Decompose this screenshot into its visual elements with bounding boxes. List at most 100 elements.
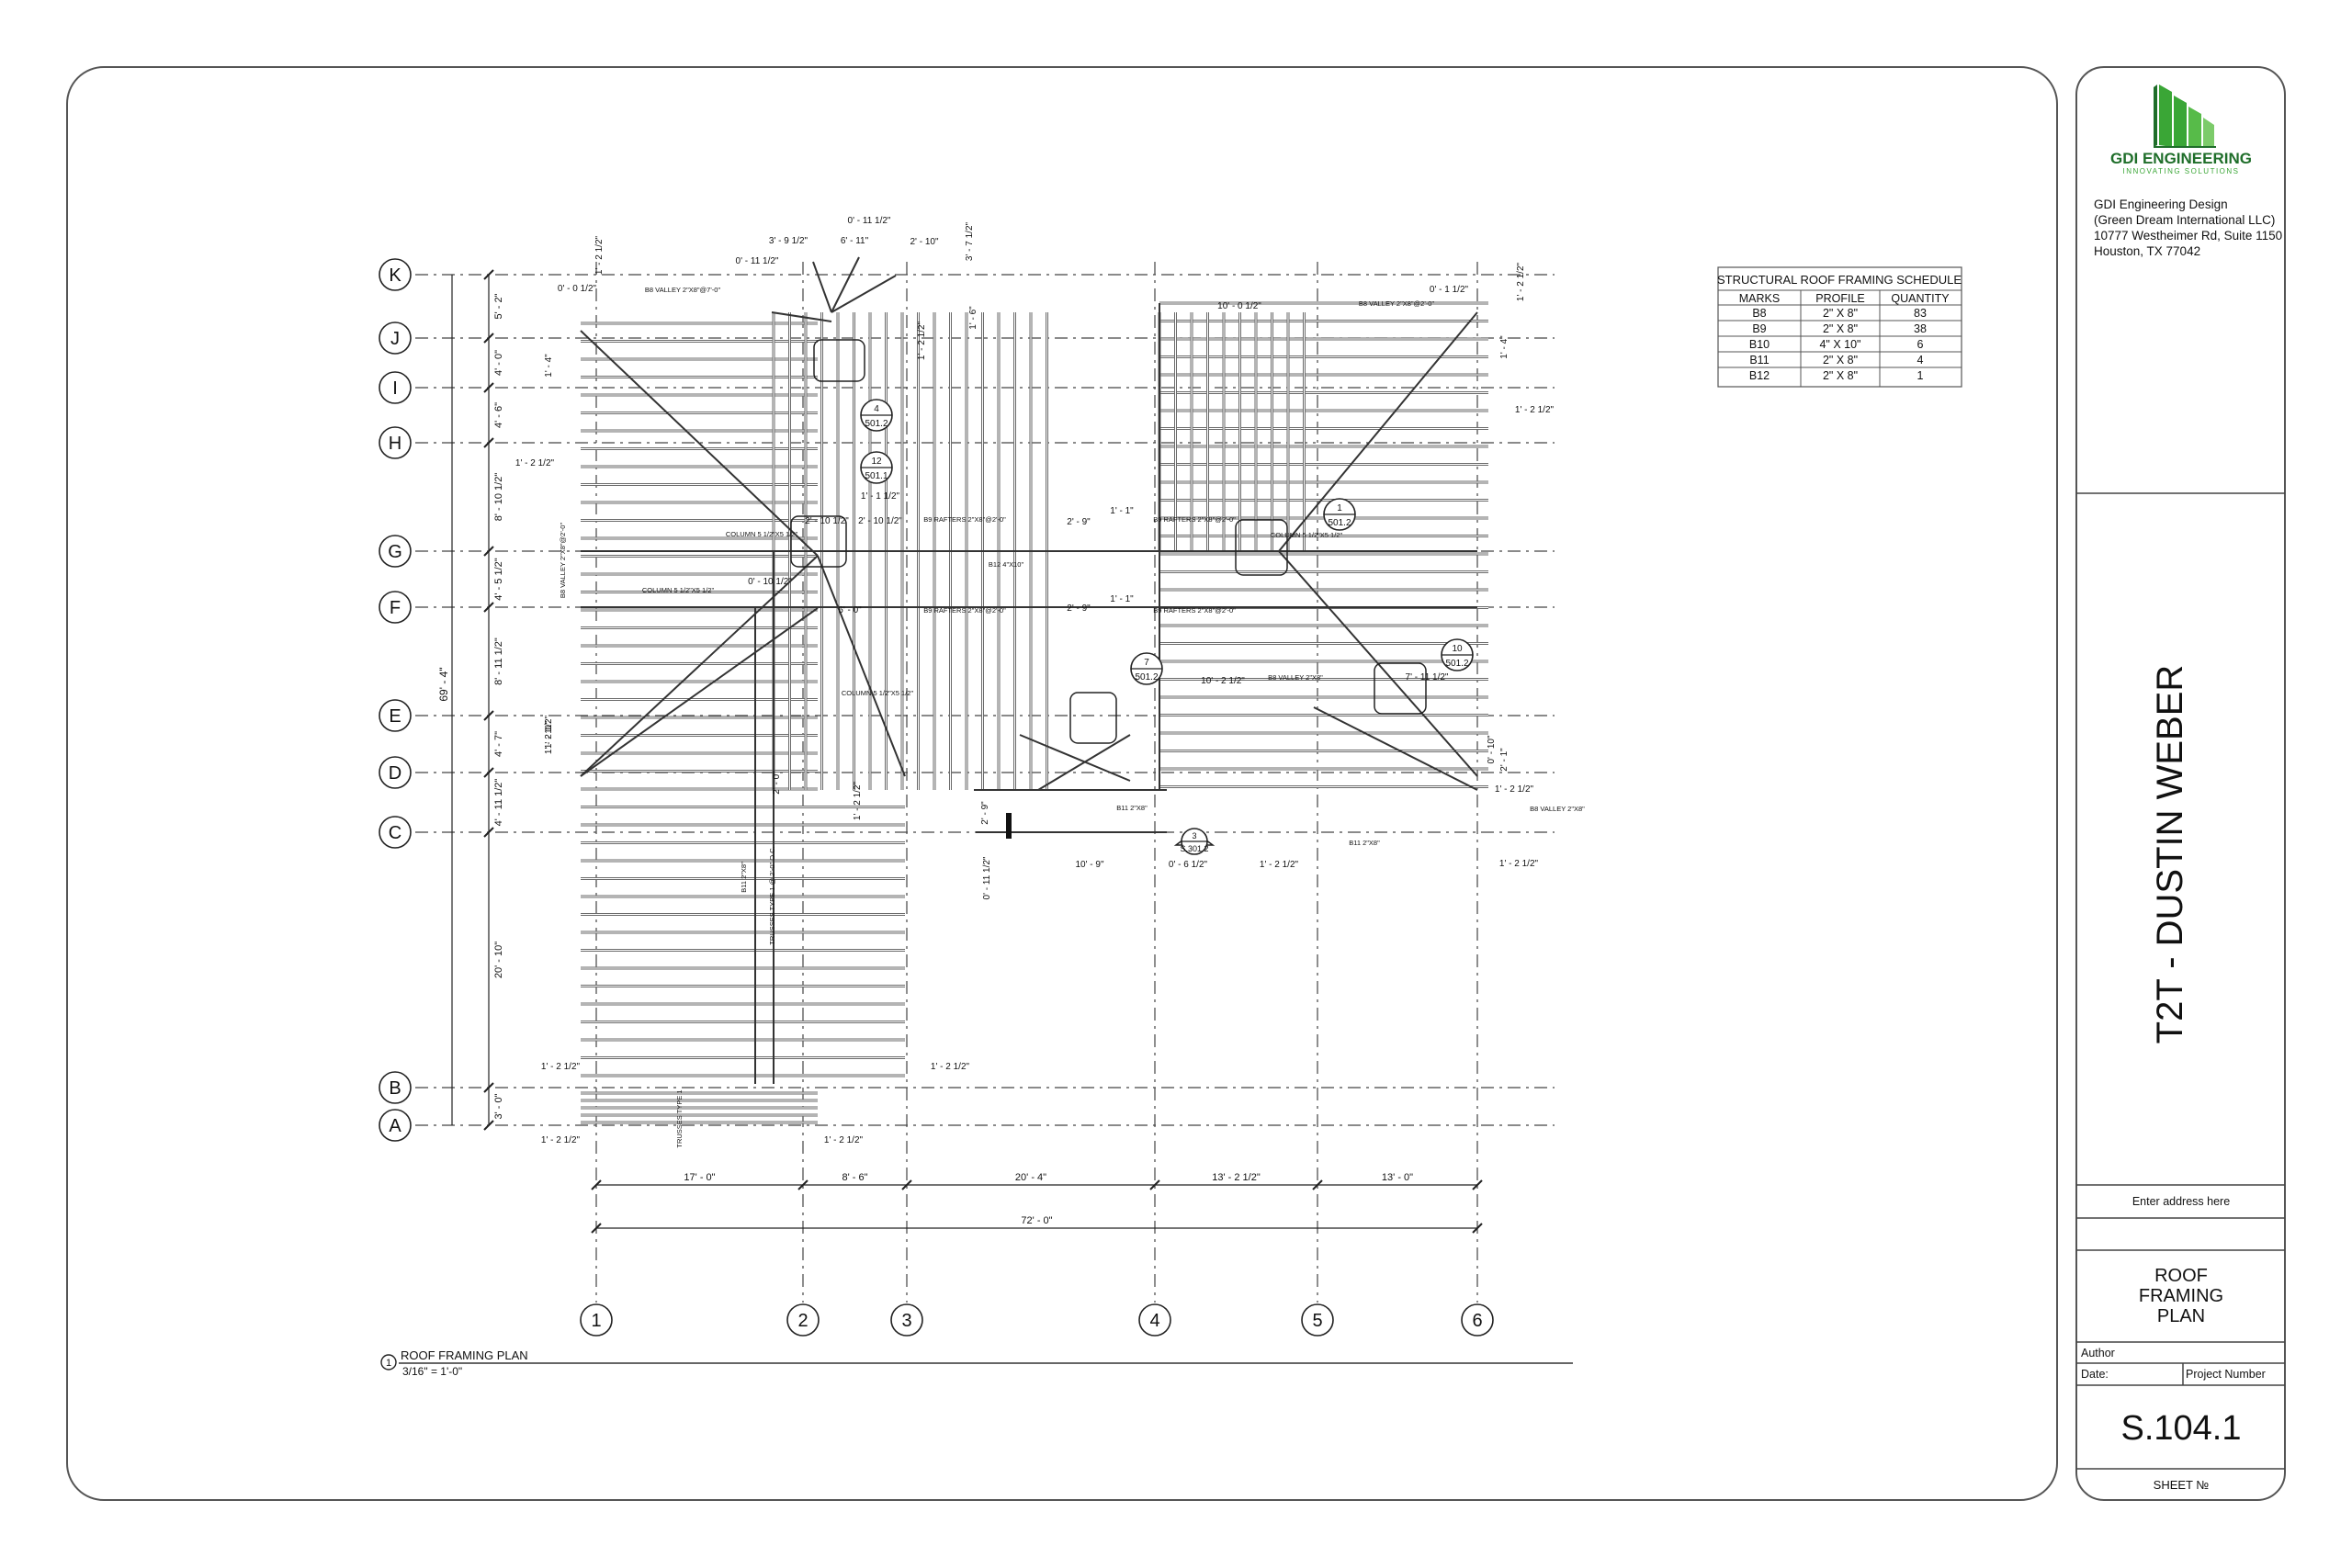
- dim-label-11: 1' - 2 1/2": [515, 458, 555, 468]
- member-note-7: COLUMN 5 1/2"X5 1/2": [1271, 531, 1343, 539]
- detail-tag-num-4: 10: [1452, 644, 1463, 654]
- dim-label-35: 0' - 6 1/2": [1169, 860, 1208, 870]
- dim-label-23: 2' - 9": [1067, 517, 1091, 527]
- firm-address-line-3: 10777 Westheimer Rd, Suite 1150: [2094, 229, 2282, 243]
- member-note-9: COLUMN 5 1/2"X5 1/2": [842, 689, 914, 697]
- dim-label-17: 1' - 2 1/2": [544, 715, 554, 754]
- member-note-0: B8 VALLEY 2"X8"@7'-0": [645, 286, 721, 294]
- row-dim-2: 4' - 6": [493, 402, 504, 428]
- grid-bubble-i: [379, 371, 412, 404]
- dim-label-20: 2' - 10 1/2": [858, 516, 902, 526]
- project-number-label: Project Number: [2186, 1368, 2266, 1381]
- dim-label-16: 1' - 2 1/2": [1515, 405, 1555, 415]
- dim-tick: [483, 710, 494, 721]
- grid-lines: [415, 262, 1555, 1303]
- schedule-header-profile: PROFILE: [1815, 292, 1865, 305]
- schedule-profile-1: 2" X 8": [1823, 322, 1858, 335]
- grid-bubble-c: [379, 816, 412, 849]
- detail-tag-num-3: 7: [1144, 658, 1149, 668]
- grid-label-j: J: [390, 329, 400, 349]
- project-address[interactable]: Enter address here: [2132, 1195, 2230, 1208]
- grid-label-f: F: [390, 598, 401, 618]
- dim-tick: [1472, 1223, 1483, 1234]
- dim-label-6: 1' - 2 1/2": [594, 235, 605, 275]
- member-note-17: TRUSSES TYPE 1 @ 2'-0" O.C.: [768, 846, 776, 944]
- col-dim-4: 13' - 0": [1382, 1172, 1413, 1183]
- grid-label-h: H: [389, 434, 401, 454]
- framing-beam: [1278, 311, 1478, 552]
- schedule-header-quantity: QUANTITY: [1891, 292, 1950, 305]
- row-dim-8: 20' - 10": [493, 942, 504, 978]
- dim-label-18: 2' - 10 1/2": [805, 516, 849, 526]
- grid-bubble-k: [379, 258, 412, 291]
- col-dim-1: 8' - 6": [842, 1172, 867, 1183]
- row-dim-3: 8' - 10 1/2": [493, 473, 504, 522]
- detail-box: [1374, 662, 1427, 715]
- grid-label-5: 5: [1312, 1311, 1322, 1331]
- grid-label-c: C: [389, 823, 401, 843]
- member-note-12: B8 VALLEY 2"X8": [1530, 805, 1585, 813]
- dim-label-8: 0' - 0 1/2": [558, 284, 597, 294]
- dim-tick: [483, 546, 494, 557]
- dim-tick: [1312, 1179, 1323, 1190]
- member-note-6: COLUMN 5 1/2"X5 1/2": [726, 530, 798, 538]
- dim-label-28: 7' - 11 1/2": [1406, 672, 1449, 682]
- grid-label-d: D: [389, 763, 401, 784]
- detail-tag-sheet-1: 501.1: [865, 471, 888, 481]
- dim-tick: [901, 1179, 912, 1190]
- schedule-profile-2: 4" X 10": [1819, 338, 1860, 351]
- annotations: 0' - 11 1/2"3' - 9 1/2"6' - 11"2' - 10"3…: [515, 216, 1585, 1148]
- member-note-13: B11 2"X8": [1116, 804, 1148, 812]
- logo-tagline: INNOVATING SOLUTIONS: [2122, 167, 2239, 175]
- schedule-qty-1: 38: [1914, 322, 1927, 335]
- schedule-profile-3: 2" X 8": [1823, 354, 1858, 367]
- sheet-number: S.104.1: [2121, 1409, 2242, 1448]
- section-tag-sheet: S.301.2: [1180, 844, 1208, 853]
- date-label: Date:: [2081, 1368, 2109, 1381]
- grid-label-4: 4: [1149, 1311, 1159, 1331]
- view-number: 1: [386, 1358, 391, 1369]
- title-block-frame: [2075, 66, 2286, 1501]
- row-dim-7: 4' - 11 1/2": [493, 779, 504, 827]
- framing-beam: [580, 555, 819, 777]
- dim-label-34: 10' - 9": [1075, 860, 1103, 870]
- firm-address-line-1: GDI Engineering Design: [2094, 197, 2228, 211]
- grid-bubble-1: [580, 1303, 613, 1337]
- dim-tick: [483, 767, 494, 778]
- dim-label-33: 0' - 11 1/2": [982, 856, 992, 899]
- member-note-5: B9 RAFTERS 2"X8"@2'-0": [1153, 606, 1236, 615]
- author-label: Author: [2081, 1347, 2115, 1359]
- dim-label-39: 1' - 2 1/2": [1495, 784, 1534, 795]
- dim-label-41: 1' - 2 1/2": [1499, 859, 1539, 869]
- dim-label-25: 2' - 9": [1067, 604, 1091, 614]
- detail-tag-sheet-0: 501.2: [865, 419, 888, 429]
- dim-label-9: 1' - 4": [544, 354, 554, 378]
- detail-tag-num-2: 1: [1337, 503, 1342, 513]
- schedule-profile-4: 2" X 8": [1823, 369, 1858, 382]
- grid-bubble-g: [379, 535, 412, 568]
- dim-tick: [483, 269, 494, 280]
- dim-label-3: 2' - 10": [910, 237, 938, 247]
- framing-beam: [1313, 706, 1478, 791]
- dim-label-14: 1' - 2 1/2": [1516, 262, 1526, 301]
- schedule-mark-3: B11: [1749, 354, 1769, 367]
- framing-beam: [812, 261, 832, 313]
- framing-beam: [771, 311, 832, 322]
- firm-address-line-4: Houston, TX 77042: [2094, 244, 2200, 258]
- member-note-1: B8 VALLEY 2"X8"@2'-0": [1359, 299, 1435, 308]
- schedule-profile-0: 2" X 8": [1823, 307, 1858, 320]
- firm-address-line-2: (Green Dream International LLC): [2094, 213, 2275, 227]
- schedule-mark-0: B8: [1752, 307, 1766, 320]
- grid-bubble-6: [1461, 1303, 1494, 1337]
- grid-label-1: 1: [591, 1311, 601, 1331]
- dim-label-10: 1' - 6": [968, 306, 978, 330]
- dim-label-2: 6' - 11": [841, 236, 869, 246]
- grid-bubble-2: [786, 1303, 820, 1337]
- dim-label-19: 1' - 1 1/2": [861, 491, 900, 502]
- grid-label-6: 6: [1472, 1311, 1482, 1331]
- dim-label-26: 1' - 1": [1110, 594, 1134, 604]
- member-note-14: B11 2"X8": [1349, 839, 1380, 847]
- dim-tick: [797, 1179, 808, 1190]
- dim-label-0: 0' - 11 1/2": [848, 216, 891, 226]
- grid-label-k: K: [389, 265, 401, 286]
